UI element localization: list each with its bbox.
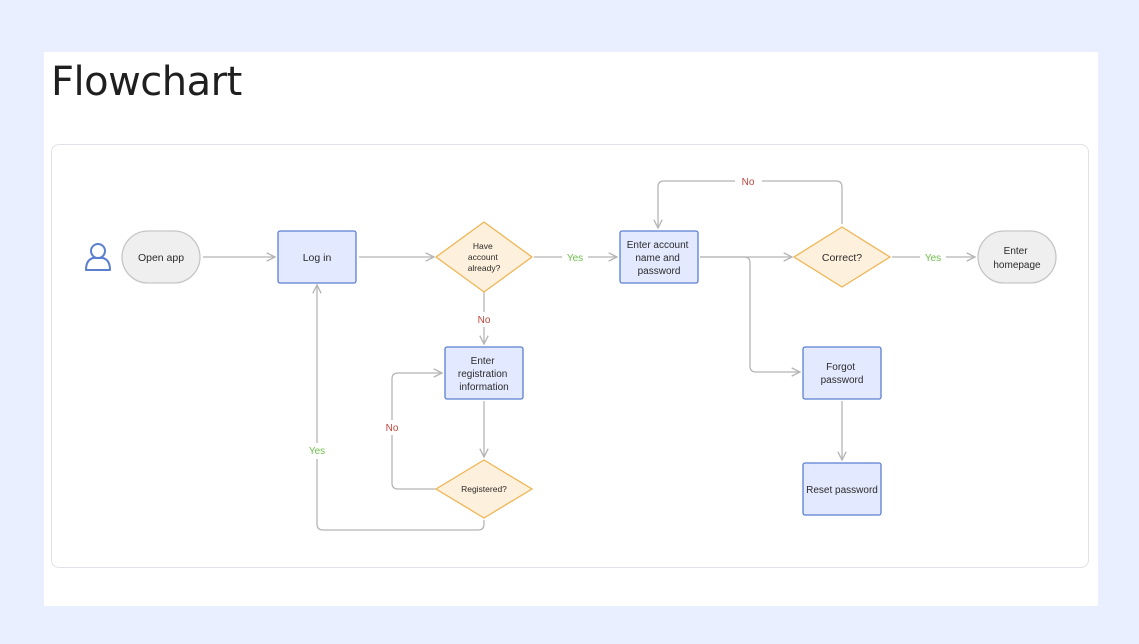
- edge-registered-no: [391, 435, 436, 490]
- node-enter-homepage: Enter homepage: [977, 230, 1057, 284]
- node-correct: Correct?: [792, 226, 892, 288]
- node-enter-account-line-3: password: [638, 266, 681, 277]
- user-icon: [85, 243, 111, 271]
- connectors: [203, 180, 975, 531]
- edge-correct-no-b: [658, 180, 735, 228]
- page-title: Flowchart: [51, 59, 242, 105]
- edge-label-registered-no: No: [386, 423, 399, 434]
- node-have-account-line-1: Have: [473, 241, 493, 251]
- node-enter-registration-line-3: information: [459, 382, 508, 393]
- node-enter-registration: Enter registration information: [444, 346, 524, 400]
- edge-label-correct-yes: Yes: [925, 253, 941, 264]
- node-open-app: Open app: [121, 230, 201, 284]
- node-enter-account-line-1: Enter account: [627, 240, 689, 251]
- svg-text:Have account alrea: Have account already?: [468, 241, 501, 273]
- edge-label-have-account-yes: Yes: [567, 253, 583, 264]
- svg-text:Forgot password: Forgot password: [821, 362, 864, 386]
- node-reset-password: Reset password: [802, 462, 882, 516]
- node-enter-homepage-line-2: homepage: [993, 260, 1041, 271]
- edge-enter-account-to-forgot: [700, 256, 800, 372]
- edge-correct-no-a: [762, 180, 843, 224]
- node-log-in-label: Log in: [303, 252, 332, 264]
- edge-registered-yes: [316, 459, 485, 531]
- diagram-canvas: [51, 144, 1089, 568]
- node-log-in: Log in: [277, 230, 357, 284]
- edge-label-registered-yes: Yes: [309, 446, 325, 457]
- node-open-app-label: Open app: [138, 252, 184, 264]
- node-enter-registration-line-1: Enter: [471, 356, 496, 367]
- node-registered-label: Registered?: [461, 484, 507, 494]
- edge-label-have-account-no: No: [478, 315, 491, 326]
- edge-label-correct-no: No: [742, 177, 755, 188]
- node-registered: Registered?: [434, 459, 534, 519]
- svg-text:Enter account name and: Enter account name and password: [627, 240, 692, 277]
- edge-registered-no-b: [391, 373, 442, 420]
- node-enter-account: Enter account name and password: [619, 230, 699, 284]
- node-forgot-password-line-2: password: [821, 375, 864, 386]
- node-have-account-line-3: already?: [468, 263, 501, 273]
- node-forgot-password-line-1: Forgot: [826, 362, 855, 373]
- node-enter-registration-line-2: registration: [458, 369, 507, 380]
- svg-text:Enter homepage: Enter homepage: [993, 246, 1041, 271]
- svg-text:Enter registration: Enter registration information: [458, 356, 510, 393]
- node-enter-homepage-line-1: Enter: [1004, 246, 1029, 257]
- node-have-account: Have account already?: [434, 221, 534, 293]
- node-have-account-line-2: account: [468, 252, 498, 262]
- node-forgot-password: Forgot password: [802, 346, 882, 400]
- node-correct-label: Correct?: [822, 252, 862, 264]
- node-reset-password-label: Reset password: [806, 485, 878, 496]
- node-enter-account-line-2: name and: [635, 253, 679, 264]
